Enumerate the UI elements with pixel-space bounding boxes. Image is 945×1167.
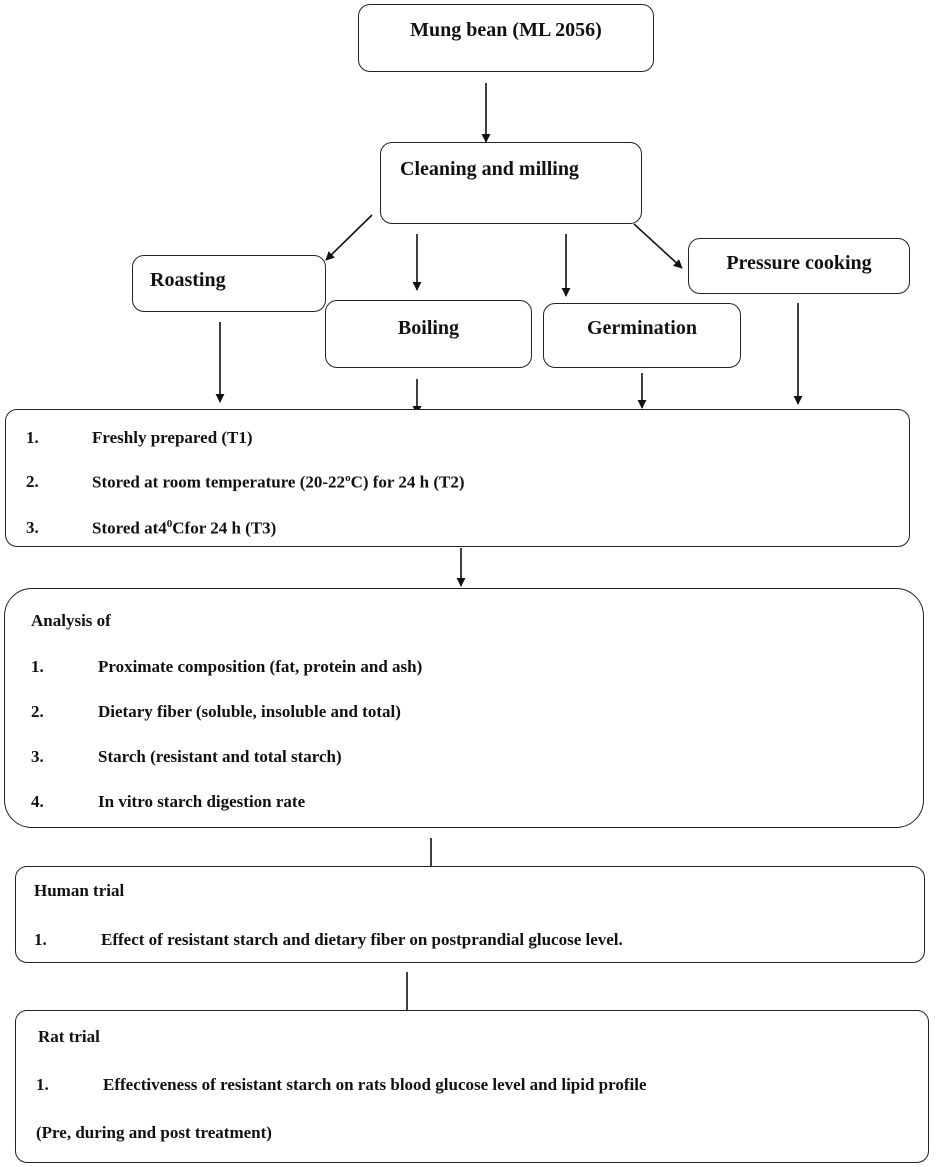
- cleaning-node: Cleaning and milling: [380, 142, 642, 224]
- germination-label: Germination: [587, 317, 697, 339]
- germination-node: Germination: [543, 303, 741, 368]
- storage-treatments-box: 1. Freshly prepared (T1) 2. Stored at ro…: [5, 409, 910, 547]
- analysis-item-1: 1. Proximate composition (fat, protein a…: [31, 657, 423, 676]
- roasting-label: Roasting: [150, 269, 226, 291]
- rat-trial-heading: Rat trial: [38, 1027, 100, 1046]
- source-node: Mung bean (ML 2056): [358, 4, 654, 72]
- storage-item-number: 1.: [26, 428, 39, 447]
- storage-item-2: 2. Stored at room temperature (20-22oC) …: [26, 472, 465, 492]
- arrow-cleaning-to-pressure: [633, 223, 683, 269]
- analysis-item-2: 2. Dietary fiber (soluble, insoluble and…: [31, 702, 401, 721]
- roasting-node: Roasting: [132, 255, 326, 312]
- storage-item-text: Stored at40Cfor 24 h (T3): [92, 518, 277, 538]
- analysis-item-4: 4. In vitro starch digestion rate: [31, 792, 306, 811]
- pressure-cooking-node: Pressure cooking: [688, 238, 910, 294]
- storage-item-text: Freshly prepared (T1): [92, 428, 253, 447]
- storage-item-3: 3. Stored at40Cfor 24 h (T3): [26, 518, 276, 538]
- arrow-cleaning-to-roasting: [325, 214, 373, 261]
- storage-item-1: 1. Freshly prepared (T1): [26, 428, 253, 448]
- cleaning-label: Cleaning and milling: [400, 158, 579, 180]
- boiling-label: Boiling: [397, 317, 460, 339]
- source-label: Mung bean (ML 2056): [410, 19, 602, 41]
- pressure-cooking-label: Pressure cooking: [726, 252, 872, 274]
- analysis-heading: Analysis of: [31, 611, 111, 630]
- boiling-node: Boiling: [325, 300, 532, 368]
- storage-item-number: 2.: [26, 472, 39, 491]
- rat-trial-item-1: 1. Effectiveness of resistant starch on …: [36, 1075, 647, 1094]
- rat-trial-box: Rat trial 1. Effectiveness of resistant …: [15, 1010, 929, 1163]
- analysis-box: Analysis of 1. Proximate composition (fa…: [4, 588, 924, 828]
- analysis-item-3: 3. Starch (resistant and total starch): [31, 747, 342, 766]
- human-trial-item-1: 1. Effect of resistant starch and dietar…: [34, 930, 623, 949]
- human-trial-box: Human trial 1. Effect of resistant starc…: [15, 866, 925, 963]
- human-trial-heading: Human trial: [34, 881, 125, 900]
- storage-item-number: 3.: [26, 518, 39, 537]
- rat-trial-note: (Pre, during and post treatment): [36, 1123, 272, 1142]
- storage-item-text: Stored at room temperature (20-22oC) for…: [92, 472, 465, 492]
